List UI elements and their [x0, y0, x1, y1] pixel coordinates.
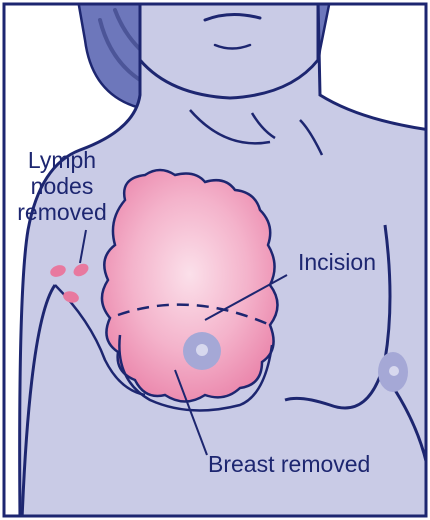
incision-label: Incision [298, 249, 376, 275]
lymph-label-line2: nodes [31, 173, 94, 199]
lymph-label-line3: removed [17, 199, 106, 225]
right-nipple [389, 366, 399, 376]
breast-removed-label: Breast removed [208, 451, 370, 477]
removed-breast-tissue [102, 170, 278, 402]
lymph-label-line1: Lymph [28, 147, 96, 173]
left-nipple [196, 344, 208, 356]
